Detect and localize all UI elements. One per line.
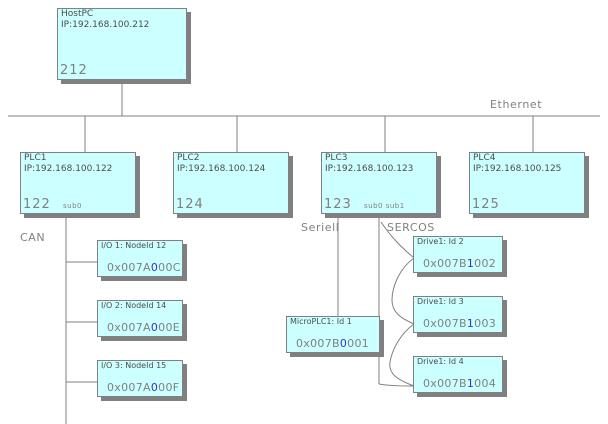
io-3-address-highlight: 0 — [150, 381, 159, 394]
drive-1-address-highlight: 1 — [466, 257, 475, 270]
drive-3-address-prefix: 0x007B — [423, 377, 467, 390]
node-drive-2[interactable]: Drive1: Id 3 0x007B1003 — [413, 296, 503, 333]
io-2-address-suffix: 00E — [158, 321, 181, 334]
plc4-number: 125 — [472, 197, 500, 212]
node-plc3[interactable]: PLC3 IP:192.168.100.123 123 sub0 sub1 — [321, 152, 437, 214]
plc2-ip: IP:192.168.100.124 — [177, 164, 266, 174]
host-pc-name: HostPC — [61, 9, 94, 19]
node-io-3[interactable]: I/O 3: NodeId 15 0x007A000F — [97, 360, 183, 397]
host-pc-ip: IP:192.168.100.212 — [61, 20, 150, 30]
drive-1-address-prefix: 0x007B — [423, 257, 467, 270]
drive-1-address-suffix: 002 — [474, 257, 497, 270]
io-1-address: 0x007A000C — [107, 261, 181, 274]
node-plc2[interactable]: PLC2 IP:192.168.100.124 124 — [173, 152, 289, 214]
io-2-address-highlight: 0 — [150, 321, 159, 334]
drive-2-address-highlight: 1 — [466, 317, 475, 330]
bus-label-sercos: SERCOS — [387, 221, 435, 234]
node-io-1[interactable]: I/O 1: NodeId 12 0x007A000C — [97, 240, 183, 277]
io-2-title: I/O 2: NodeId 14 — [101, 301, 167, 310]
io-3-address: 0x007A000F — [107, 381, 179, 394]
plc4-ip: IP:192.168.100.125 — [473, 164, 562, 174]
drive-1-address: 0x007B1002 — [423, 257, 496, 270]
plc3-subs: sub0 sub1 — [364, 202, 405, 210]
io-3-address-prefix: 0x007A — [107, 381, 151, 394]
host-pc-number: 212 — [60, 63, 88, 78]
drive-3-address: 0x007B1004 — [423, 377, 496, 390]
plc1-ip: IP:192.168.100.122 — [24, 164, 113, 174]
io-1-title: I/O 1: NodeId 12 — [101, 241, 167, 250]
bus-label-can: CAN — [20, 231, 46, 244]
wire-sercos-drive1-to-drive2 — [391, 257, 415, 325]
micro-plc-1-address: 0x007B0001 — [296, 337, 369, 350]
drive-2-address: 0x007B1003 — [423, 317, 496, 330]
plc3-ip: IP:192.168.100.123 — [325, 164, 414, 174]
micro-plc-1-address-suffix: 001 — [347, 337, 370, 350]
drive-3-address-suffix: 004 — [474, 377, 497, 390]
node-micro-plc-1[interactable]: MicroPLC1: Id 1 0x007B0001 — [286, 316, 380, 353]
io-3-title: I/O 3: NodeId 15 — [101, 361, 167, 370]
plc1-number: 122 — [23, 197, 51, 212]
io-2-address-prefix: 0x007A — [107, 321, 151, 334]
wire-sercos-drive2-to-drive3 — [389, 323, 415, 387]
bus-label-seriell: Seriell — [301, 221, 340, 234]
node-plc1[interactable]: PLC1 IP:192.168.100.122 122 sub0 — [20, 152, 136, 214]
drive-3-address-highlight: 1 — [466, 377, 475, 390]
io-3-address-suffix: 00F — [158, 381, 180, 394]
io-2-address: 0x007A000E — [107, 321, 180, 334]
io-1-address-prefix: 0x007A — [107, 261, 151, 274]
micro-plc-1-title: MicroPLC1: Id 1 — [290, 317, 352, 326]
io-1-address-highlight: 0 — [150, 261, 159, 274]
plc3-name: PLC3 — [325, 153, 348, 163]
plc2-number: 124 — [176, 197, 204, 212]
drive-1-title: Drive1: Id 2 — [417, 237, 464, 246]
plc4-name: PLC4 — [473, 153, 496, 163]
plc2-name: PLC2 — [177, 153, 200, 163]
node-drive-1[interactable]: Drive1: Id 2 0x007B1002 — [413, 236, 503, 273]
node-io-2[interactable]: I/O 2: NodeId 14 0x007A000E — [97, 300, 183, 337]
plc1-subs: sub0 — [63, 202, 82, 210]
micro-plc-1-address-highlight: 0 — [339, 337, 348, 350]
node-plc4[interactable]: PLC4 IP:192.168.100.125 125 — [469, 152, 585, 214]
io-1-address-suffix: 00C — [158, 261, 181, 274]
micro-plc-1-address-prefix: 0x007B — [296, 337, 340, 350]
drive-2-title: Drive1: Id 3 — [417, 297, 464, 306]
drive-3-title: Drive1: Id 4 — [417, 357, 464, 366]
node-host-pc[interactable]: HostPC IP:192.168.100.212 212 — [57, 8, 187, 80]
node-drive-3[interactable]: Drive1: Id 4 0x007B1004 — [413, 356, 503, 393]
plc1-name: PLC1 — [24, 153, 47, 163]
drive-2-address-prefix: 0x007B — [423, 317, 467, 330]
drive-2-address-suffix: 003 — [474, 317, 497, 330]
plc3-number: 123 — [324, 197, 352, 212]
bus-label-ethernet: Ethernet — [490, 98, 543, 111]
wire-sercos-return — [378, 383, 415, 387]
